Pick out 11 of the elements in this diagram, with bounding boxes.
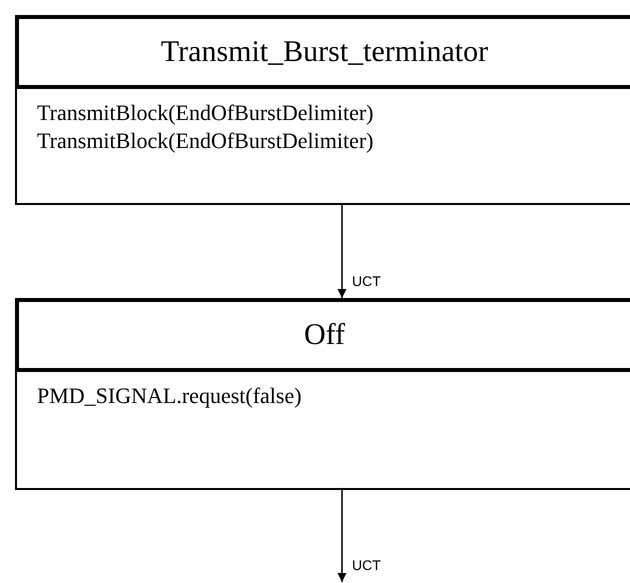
state-name: Transmit_Burst_terminator <box>160 35 488 69</box>
arrow <box>338 205 346 298</box>
state-action: TransmitBlock(EndOfBurstDelimiter) <box>37 99 374 127</box>
state-box <box>15 298 630 490</box>
state-box <box>15 15 630 205</box>
arrow <box>338 490 346 582</box>
edge-label: UCT <box>350 273 383 289</box>
state-action: TransmitBlock(EndOfBurstDelimiter) <box>37 127 374 155</box>
edge-label: UCT <box>350 557 383 573</box>
state-name: Off <box>304 318 346 352</box>
state-action: PMD_SIGNAL.request(false) <box>37 382 302 410</box>
